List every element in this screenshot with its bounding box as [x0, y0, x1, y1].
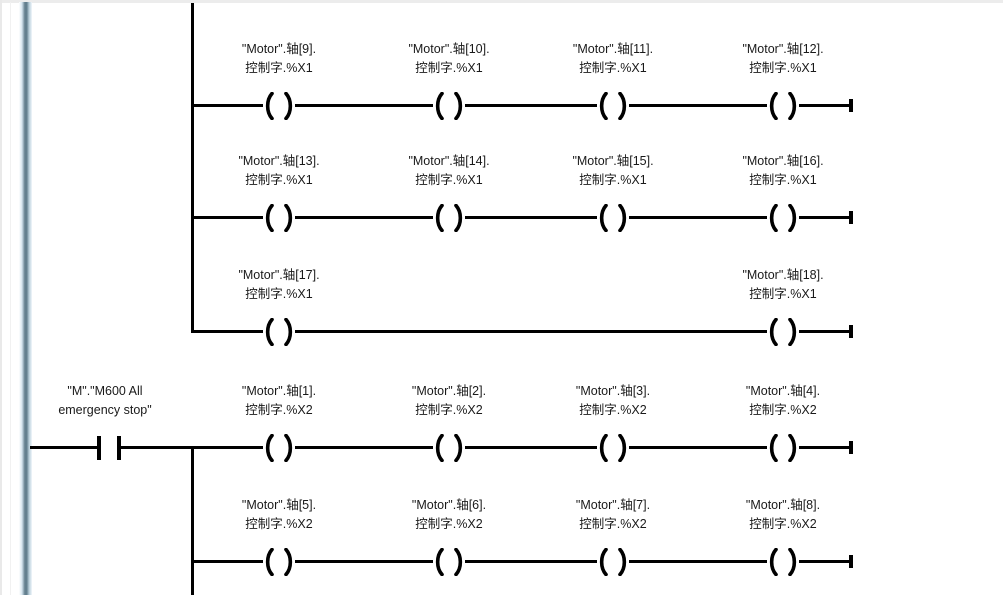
- branch-end-tick: [849, 211, 853, 224]
- coil-operand-label[interactable]: "Motor".轴[7]. 控制字.%X2: [528, 496, 698, 534]
- operand-line1: "Motor".轴[13].: [238, 154, 320, 168]
- branch-rail-lower: [191, 446, 194, 595]
- coil-operand-label[interactable]: "Motor".轴[5]. 控制字.%X2: [194, 496, 364, 534]
- coil-glyph[interactable]: [591, 434, 635, 462]
- coil-glyph[interactable]: [257, 92, 301, 120]
- coil-glyph[interactable]: [591, 204, 635, 232]
- operand-line2: 控制字.%X1: [245, 173, 313, 187]
- coil-glyph[interactable]: [761, 204, 805, 232]
- operand-line1: "M"."M600 All: [67, 384, 143, 398]
- operand-line1: "Motor".轴[2].: [411, 384, 487, 398]
- coil-operand-label[interactable]: "Motor".轴[8]. 控制字.%X2: [698, 496, 868, 534]
- coil-operand-label[interactable]: "Motor".轴[9]. 控制字.%X1: [194, 40, 364, 78]
- operand-line1: "Motor".轴[14].: [408, 154, 490, 168]
- coil-glyph[interactable]: [591, 548, 635, 576]
- operand-line2: 控制字.%X1: [749, 173, 817, 187]
- operand-line1: "Motor".轴[16].: [742, 154, 824, 168]
- operand-line1: "Motor".轴[7].: [575, 498, 651, 512]
- no-contact-emergency-stop[interactable]: [117, 436, 121, 460]
- operand-line2: 控制字.%X2: [749, 517, 817, 531]
- operand-line2: 控制字.%X2: [579, 403, 647, 417]
- coil-operand-label[interactable]: "Motor".轴[12]. 控制字.%X1: [698, 40, 868, 78]
- coil-glyph[interactable]: [257, 204, 301, 232]
- operand-line1: "Motor".轴[1].: [241, 384, 317, 398]
- coil-operand-label[interactable]: "Motor".轴[11]. 控制字.%X1: [528, 40, 698, 78]
- coil-glyph[interactable]: [591, 92, 635, 120]
- coil-operand-label[interactable]: "Motor".轴[10]. 控制字.%X1: [364, 40, 534, 78]
- operand-line1: "Motor".轴[15].: [572, 154, 654, 168]
- operand-line2: 控制字.%X1: [579, 61, 647, 75]
- coil-glyph[interactable]: [427, 434, 471, 462]
- operand-line2: 控制字.%X2: [415, 403, 483, 417]
- operand-line1: "Motor".轴[10].: [408, 42, 490, 56]
- editor-left-border: [0, 0, 2, 595]
- operand-line1: "Motor".轴[17].: [238, 268, 320, 282]
- operand-line2: emergency stop": [58, 403, 152, 417]
- operand-line2: 控制字.%X1: [579, 173, 647, 187]
- operand-line2: 控制字.%X2: [245, 517, 313, 531]
- operand-line2: 控制字.%X1: [415, 61, 483, 75]
- wire-row-2: [193, 216, 850, 219]
- contact-wire-gap: [101, 446, 117, 449]
- coil-glyph[interactable]: [257, 434, 301, 462]
- wire-row-1: [193, 104, 850, 107]
- coil-operand-label[interactable]: "Motor".轴[4]. 控制字.%X2: [698, 382, 868, 420]
- wire-row-3: [193, 330, 850, 333]
- coil-glyph[interactable]: [257, 318, 301, 346]
- operand-line1: "Motor".轴[11].: [572, 42, 654, 56]
- operand-line2: 控制字.%X1: [415, 173, 483, 187]
- coil-operand-label[interactable]: "Motor".轴[13]. 控制字.%X1: [194, 152, 364, 190]
- operand-line1: "Motor".轴[4].: [745, 384, 821, 398]
- coil-operand-label[interactable]: "Motor".轴[6]. 控制字.%X2: [364, 496, 534, 534]
- coil-glyph[interactable]: [427, 204, 471, 232]
- coil-operand-label[interactable]: "Motor".轴[3]. 控制字.%X2: [528, 382, 698, 420]
- operand-line2: 控制字.%X2: [415, 517, 483, 531]
- margin-guide-line: [10, 2, 11, 595]
- branch-rail-upper: [191, 3, 194, 333]
- power-rail: [19, 2, 32, 595]
- operand-line2: 控制字.%X1: [749, 61, 817, 75]
- operand-line2: 控制字.%X2: [749, 403, 817, 417]
- coil-glyph[interactable]: [427, 548, 471, 576]
- operand-line2: 控制字.%X1: [749, 287, 817, 301]
- operand-line1: "Motor".轴[9].: [241, 42, 317, 56]
- operand-line2: 控制字.%X1: [245, 287, 313, 301]
- operand-line2: 控制字.%X2: [245, 403, 313, 417]
- coil-glyph[interactable]: [761, 548, 805, 576]
- coil-glyph[interactable]: [761, 434, 805, 462]
- coil-glyph[interactable]: [427, 92, 471, 120]
- branch-end-tick: [849, 99, 853, 112]
- coil-glyph[interactable]: [761, 318, 805, 346]
- coil-operand-label[interactable]: "Motor".轴[15]. 控制字.%X1: [528, 152, 698, 190]
- operand-line1: "Motor".轴[5].: [241, 498, 317, 512]
- coil-operand-label[interactable]: "Motor".轴[17]. 控制字.%X1: [194, 266, 364, 304]
- coil-operand-label[interactable]: "Motor".轴[16]. 控制字.%X1: [698, 152, 868, 190]
- coil-glyph[interactable]: [257, 548, 301, 576]
- coil-operand-label[interactable]: "Motor".轴[2]. 控制字.%X2: [364, 382, 534, 420]
- operand-line1: "Motor".轴[18].: [742, 268, 824, 282]
- coil-glyph[interactable]: [761, 92, 805, 120]
- operand-line1: "Motor".轴[8].: [745, 498, 821, 512]
- operand-line1: "Motor".轴[6].: [411, 498, 487, 512]
- operand-line2: 控制字.%X1: [245, 61, 313, 75]
- contact-operand-label[interactable]: "M"."M600 All emergency stop": [20, 382, 190, 420]
- wire-row-5: [193, 560, 850, 563]
- operand-line1: "Motor".轴[12].: [742, 42, 824, 56]
- operand-line2: 控制字.%X2: [579, 517, 647, 531]
- coil-operand-label[interactable]: "Motor".轴[14]. 控制字.%X1: [364, 152, 534, 190]
- coil-operand-label[interactable]: "Motor".轴[18]. 控制字.%X1: [698, 266, 868, 304]
- branch-end-tick: [849, 441, 853, 454]
- no-contact-emergency-stop[interactable]: [97, 436, 101, 460]
- network-top-border: [0, 0, 1003, 3]
- operand-line1: "Motor".轴[3].: [575, 384, 651, 398]
- coil-operand-label[interactable]: "Motor".轴[1]. 控制字.%X2: [194, 382, 364, 420]
- branch-end-tick: [849, 555, 853, 568]
- branch-end-tick: [849, 325, 853, 338]
